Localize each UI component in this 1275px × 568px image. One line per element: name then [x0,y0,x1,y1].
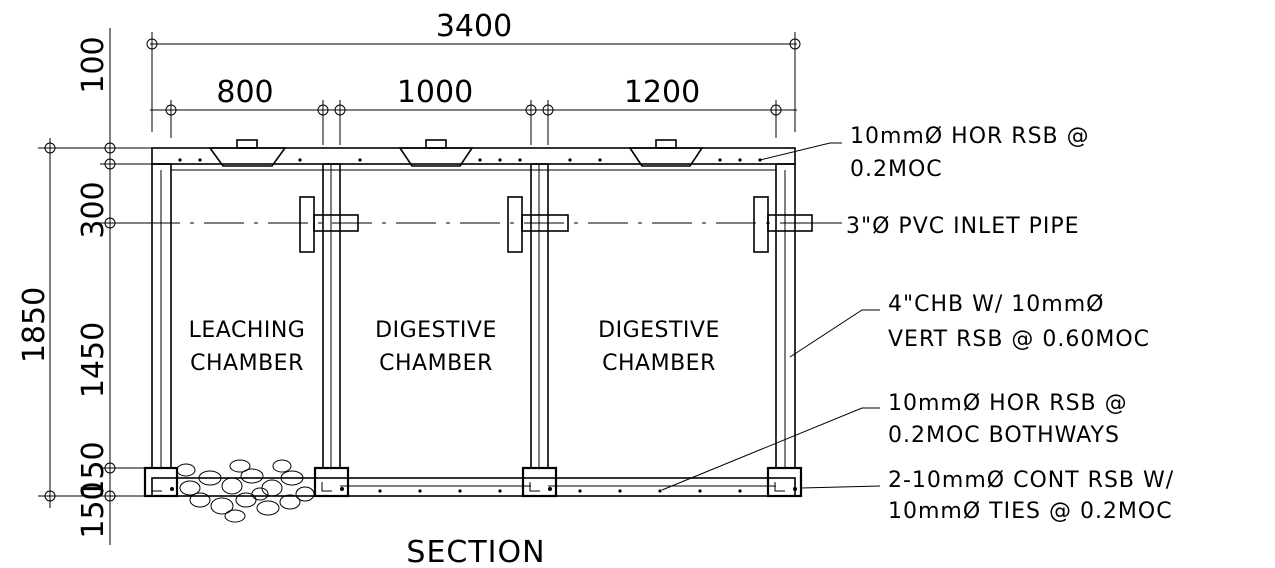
horizontal-dimensions: 3400 800 1000 1200 [146,9,801,145]
height-label: 150 [76,481,111,538]
chamber-label-line1: DIGESTIVE [375,318,497,343]
height-label: 1450 [76,322,111,398]
vertical-dimensions: 1850 100 300 1450 150 150 [17,28,172,545]
chamber-label-line2: CHAMBER [602,351,716,376]
callout-line2: 10mmØ TIES @ 0.2MOC [888,499,1173,524]
overall-height-label: 1850 [17,287,52,363]
chamber-width-label: 800 [216,75,273,110]
callout-line2: 0.2MOC [850,157,943,182]
height-label: 300 [76,181,111,238]
callout-line1: 4"CHB W/ 10mmØ [888,292,1104,317]
chamber-label-line1: LEACHING [189,318,306,343]
chamber-labels: LEACHING CHAMBER DIGESTIVE CHAMBER DIGES… [189,318,720,376]
gravel-fill [176,459,315,523]
height-label: 100 [76,36,111,93]
leader-lines [661,142,881,491]
chamber-width-label: 1200 [624,75,700,110]
callout-line1: 10mmØ HOR RSB @ [850,124,1090,149]
callout-line1: 3"Ø PVC INLET PIPE [846,214,1080,239]
chamber-label-line2: CHAMBER [379,351,493,376]
chamber-label-line2: CHAMBER [190,351,304,376]
callout-line2: 0.2MOC BOTHWAYS [888,423,1120,448]
section-title: SECTION [406,535,545,568]
height-label: 150 [76,441,111,498]
callout-line2: VERT RSB @ 0.60MOC [888,327,1150,352]
manhole-covers [208,139,704,167]
pvc-pipes [140,196,820,253]
callout-line1: 2-10mmØ CONT RSB W/ [888,468,1174,493]
overall-width-label: 3400 [436,9,512,44]
chamber-label-line1: DIGESTIVE [598,318,720,343]
callouts: 10mmØ HOR RSB @ 0.2MOC 3"Ø PVC INLET PIP… [846,124,1174,524]
callout-line1: 10mmØ HOR RSB @ [888,391,1128,416]
chamber-width-label: 1000 [397,75,473,110]
